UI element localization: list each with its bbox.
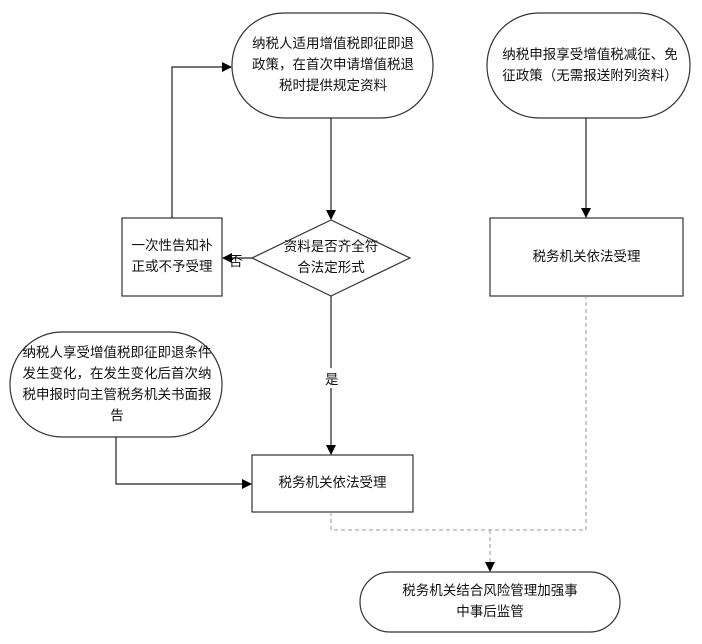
end-text: 税务机关结合风险管理加强事中事后监管	[402, 583, 578, 620]
start-reduction-shape	[486, 12, 691, 119]
reject-text: 一次性告知补正或不予受理	[131, 238, 213, 275]
accept-right-text: 税务机关依法受理	[532, 248, 641, 265]
start-refund-shape	[231, 12, 434, 119]
end-shape	[359, 571, 621, 633]
edge-label-yes: 是	[325, 368, 339, 388]
change-report-text: 纳税人享受增值税即征即退条件发生变化，在发生变化后首次纳税申报时向主管税务机关书…	[22, 344, 212, 424]
edge-label-no: 否	[229, 254, 243, 270]
edge-dashed-merge	[330, 296, 587, 531]
accept-main-shape	[251, 454, 414, 513]
start-refund-text: 纳税人适用增值税即征即退政策，在首次申请增值税退税时提供规定资料	[252, 36, 414, 94]
decision-text: 资料是否齐全符合法定形式	[283, 239, 379, 276]
reject-shape	[121, 217, 223, 297]
start-reduction-text: 纳税申报享受增值税减征、免征政策（无需报送附列资料）	[502, 46, 678, 84]
accept-right-shape	[489, 217, 684, 297]
edge-change-to-accept	[115, 437, 252, 489]
edge-reject-loop	[171, 62, 232, 218]
accept-main-text: 税务机关依法受理	[278, 475, 387, 491]
